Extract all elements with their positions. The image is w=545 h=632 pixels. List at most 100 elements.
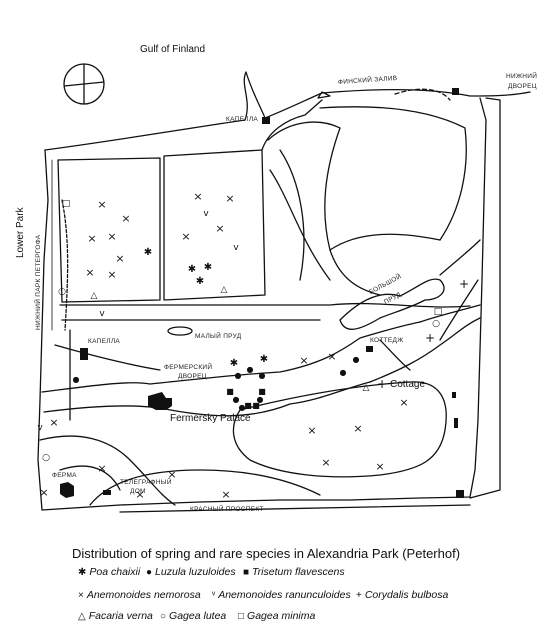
svg-text:●: ● bbox=[233, 395, 240, 404]
svg-text:●: ● bbox=[73, 375, 80, 384]
kapella-top-building bbox=[262, 117, 270, 124]
dvorets-label: ДВОРЕЦ bbox=[508, 83, 537, 90]
svg-text:+: + bbox=[377, 377, 387, 391]
small-pond bbox=[167, 326, 193, 336]
kapella-label: КАПЕЛЛА bbox=[88, 338, 121, 345]
telegraph-label-2: ДОМ bbox=[130, 488, 146, 495]
svg-text:×: × bbox=[121, 212, 130, 225]
legend-item: ●Luzula luzuloides bbox=[146, 566, 236, 578]
svg-text:○: ○ bbox=[432, 319, 440, 329]
fermersky-ru-label: ФЕРМЕРСКИЙ bbox=[164, 364, 213, 371]
svg-text:v: v bbox=[37, 423, 43, 433]
krasny-prospekt-label: КРАСНЫЙ ПРОСПЕКТ bbox=[190, 506, 264, 513]
svg-text:●: ● bbox=[235, 371, 242, 380]
map-caption: Distribution of spring and rare species … bbox=[72, 546, 461, 561]
cottage-label: Cottage bbox=[390, 379, 426, 390]
svg-text:■: ■ bbox=[258, 387, 266, 396]
fermersky-palace-building bbox=[148, 392, 172, 410]
kapella-building bbox=[80, 348, 88, 360]
svg-text:+: + bbox=[459, 277, 469, 291]
coastline bbox=[44, 71, 531, 151]
nizhny-label: НИЖНИЙ bbox=[506, 73, 538, 80]
svg-text:×: × bbox=[321, 456, 330, 469]
cottage-building bbox=[366, 346, 373, 352]
svg-text:○: ○ bbox=[58, 287, 66, 297]
svg-text:×: × bbox=[399, 396, 408, 409]
svg-text:×: × bbox=[215, 222, 224, 235]
svg-text:□: □ bbox=[62, 199, 71, 209]
nizhny-dvorets-building bbox=[452, 88, 459, 95]
svg-text:×: × bbox=[375, 460, 384, 473]
svg-text:■: ■ bbox=[252, 401, 260, 410]
svg-text:✱: ✱ bbox=[196, 276, 204, 287]
svg-text:●: ● bbox=[259, 371, 266, 380]
legend-item: ■Trisetum flavescens bbox=[243, 566, 345, 578]
svg-text:●: ● bbox=[239, 403, 246, 412]
gagea-lutea-icon: ○ bbox=[160, 611, 167, 622]
legend-item: ×Anemonoides nemorosa bbox=[78, 589, 201, 601]
corner-building bbox=[456, 490, 464, 498]
legend-item: □Gagea minima bbox=[238, 610, 316, 622]
svg-text:●: ● bbox=[340, 368, 347, 377]
luzula-icon: ● bbox=[146, 567, 153, 578]
svg-text:×: × bbox=[221, 488, 230, 501]
telegraph-label: ТЕЛЕГРАФНЫЙ bbox=[120, 479, 172, 486]
ferma-building bbox=[60, 482, 74, 498]
svg-text:✱: ✱ bbox=[188, 264, 196, 275]
svg-text:×: × bbox=[87, 232, 96, 245]
block-nw bbox=[57, 157, 161, 303]
river bbox=[41, 321, 421, 393]
svg-text:×: × bbox=[85, 266, 94, 279]
telegraph-building bbox=[103, 490, 111, 495]
legend-item: +Corydalis bulbosa bbox=[356, 589, 449, 601]
svg-text:×: × bbox=[307, 424, 316, 437]
fermersky-palace-label: Fermersky Palace bbox=[170, 413, 251, 424]
anemonoides-nemorosa-markers: ×× ×× ×× ×× ×× ×× ×× ×× ×× ×× ×× ×× bbox=[39, 190, 408, 501]
luzula-luzuloides-markers: ●● ●● ●● ●● ● bbox=[73, 355, 360, 412]
svg-text:△: △ bbox=[91, 291, 98, 301]
svg-text:v: v bbox=[203, 209, 209, 219]
svg-text:△: △ bbox=[221, 285, 228, 295]
road-central bbox=[267, 121, 381, 296]
gagea-minima-icon: □ bbox=[238, 611, 245, 622]
svg-text:□: □ bbox=[434, 307, 443, 317]
kottedzh-label: КОТТЕДЖ bbox=[370, 337, 404, 344]
svg-text:●: ● bbox=[247, 365, 254, 374]
svg-text:●: ● bbox=[353, 355, 360, 364]
anemonoides-ranunculoides-icon: ᵛ bbox=[212, 590, 216, 601]
svg-text:✱: ✱ bbox=[260, 354, 268, 365]
svg-text:×: × bbox=[225, 192, 234, 205]
anemonoides-ranunculoides-markers: vv vv bbox=[37, 209, 239, 433]
svg-text:✱: ✱ bbox=[144, 247, 152, 258]
svg-text:×: × bbox=[327, 350, 336, 363]
kapella-top-label: КАПЕЛЛА bbox=[226, 116, 259, 123]
maly-prud-label: МАЛЫЙ ПРУД bbox=[195, 333, 242, 340]
svg-text:v: v bbox=[99, 309, 105, 319]
anemonoides-nemorosa-icon: × bbox=[78, 590, 84, 601]
svg-text:×: × bbox=[97, 462, 106, 475]
svg-text:■: ■ bbox=[226, 387, 234, 396]
svg-text:✱: ✱ bbox=[230, 358, 238, 369]
park-petergofa-label: НИЖНИЙ ПАРК ПЕТЕРГОФА bbox=[35, 234, 42, 330]
poa-chaixii-icon: ✱ bbox=[78, 567, 87, 578]
corydalis-bulbosa-markers: ++ + bbox=[377, 277, 469, 391]
legend-item: ✱Poa chaixii bbox=[78, 566, 141, 578]
svg-text:×: × bbox=[107, 268, 116, 281]
compass-icon bbox=[63, 63, 105, 105]
legend-item: ○Gagea lutea bbox=[160, 610, 227, 622]
block-south bbox=[232, 381, 447, 478]
big-pond bbox=[339, 278, 445, 330]
park-boundary bbox=[37, 97, 487, 511]
svg-text:■: ■ bbox=[244, 401, 252, 410]
trisetum-flavescens-markers: ■■ ■■ bbox=[226, 387, 266, 410]
svg-text:×: × bbox=[167, 468, 176, 481]
svg-text:×: × bbox=[181, 230, 190, 243]
svg-text:×: × bbox=[299, 354, 308, 367]
svg-text:△: △ bbox=[363, 383, 370, 393]
poa-chaixii-markers: ✱✱ ✱✱ ✱✱ bbox=[144, 247, 268, 369]
legend-item: △Facaria verna bbox=[78, 610, 153, 622]
svg-text:○: ○ bbox=[42, 453, 50, 463]
svg-text:×: × bbox=[39, 486, 48, 499]
svg-text:×: × bbox=[135, 488, 144, 501]
